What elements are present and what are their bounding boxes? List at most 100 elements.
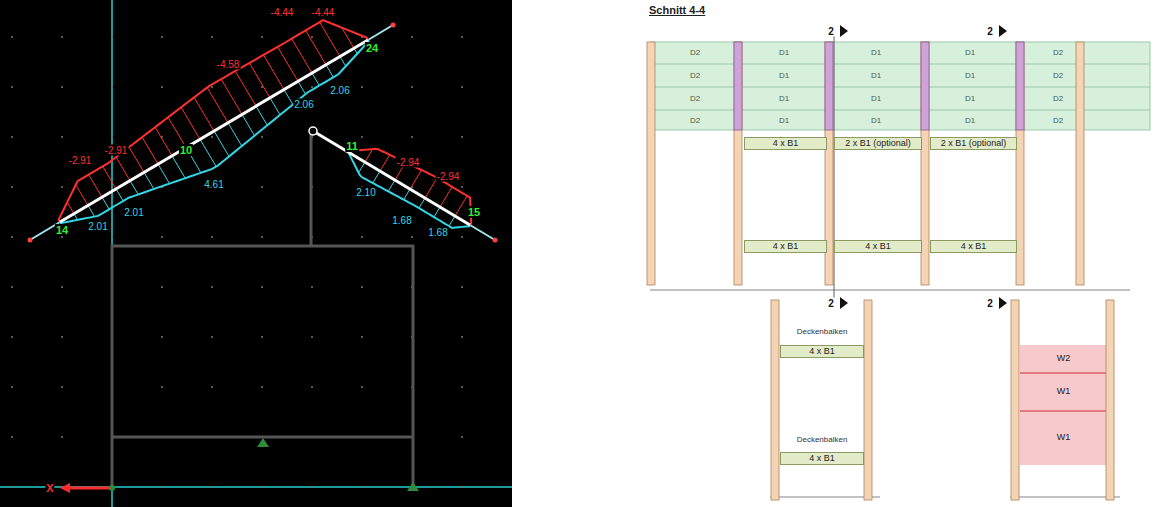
model-background (0, 0, 512, 507)
grid-dot (61, 36, 63, 38)
rafter (60, 40, 368, 222)
grid-dot (261, 486, 263, 488)
grid-dot (361, 486, 363, 488)
load-hatch-line (359, 162, 365, 173)
grid-dot (211, 386, 213, 388)
load-hatch-line (373, 171, 380, 183)
grid-dot (61, 86, 63, 88)
load-hatch-line (256, 106, 267, 125)
part-note: Deckenbalken (796, 328, 849, 337)
load-hatch-line (89, 175, 102, 198)
grid-dot (311, 386, 313, 388)
load-value: 2.10 (355, 187, 376, 198)
grid-dot (311, 36, 313, 38)
support-symbol (257, 438, 269, 447)
load-hatch-line (142, 137, 158, 164)
beam-box: 4 x B1 (744, 240, 827, 253)
rafter-overhang (470, 225, 495, 240)
load-hatch-line (404, 189, 410, 200)
grid-dot (261, 386, 263, 388)
panel-joint (1020, 373, 1107, 374)
load-hatch-line (103, 166, 116, 189)
beam-label: 4 x B1 (809, 347, 835, 357)
panel-code: D1 (778, 95, 790, 104)
load-value: 1.68 (391, 215, 412, 226)
load-value: -2.94 (396, 157, 421, 168)
beam-box: 4 x B1 (930, 240, 1017, 253)
grid-dot (411, 36, 413, 38)
grid-dot (11, 86, 13, 88)
panel-code: D1 (870, 49, 882, 58)
grid-dot (311, 286, 313, 288)
beam-label: 4 x B1 (809, 454, 835, 464)
band-line (650, 64, 1150, 65)
load-curve (59, 20, 368, 222)
load-hatch-line (242, 114, 255, 135)
band-line (650, 110, 1150, 111)
beam-box: 2 x B1 (optional) (930, 137, 1017, 150)
load-hatch-line (228, 123, 242, 146)
panel-label: W1 (1057, 387, 1071, 397)
section-marker (999, 297, 1007, 309)
axis-line (0, 486, 512, 488)
timber-post (1016, 42, 1024, 285)
load-hatch-line (284, 90, 293, 105)
panel-label: W2 (1057, 354, 1071, 364)
load-hatch-line (320, 22, 340, 56)
load-value: -4.58 (216, 59, 241, 70)
end-point (28, 238, 33, 243)
load-hatch-line (326, 65, 333, 77)
grid-dot (261, 286, 263, 288)
part-note: Deckenbalken (796, 436, 849, 445)
load-hatch-line (116, 189, 123, 201)
load-hatch-line (410, 170, 421, 189)
section-marker (999, 25, 1007, 37)
grid-dot (61, 186, 63, 188)
grid-dot (61, 286, 63, 288)
load-hatch (67, 22, 354, 214)
timber-post (1106, 300, 1114, 500)
grid-dot (111, 86, 113, 88)
load-hatch-line (278, 47, 298, 82)
post-in-roof (825, 42, 833, 130)
beam-box: 2 x B1 (optional) (834, 137, 922, 150)
frame-member (112, 436, 413, 439)
timber-post (1076, 42, 1084, 285)
beam-label: 4 x B1 (773, 242, 799, 252)
grid-dot (461, 136, 463, 138)
ground-line (650, 290, 1130, 291)
panel-code: D1 (964, 49, 976, 58)
grid-dot (11, 36, 13, 38)
grid-dot (161, 386, 163, 388)
load-hatch-line (298, 81, 306, 94)
end-point (391, 23, 396, 28)
grid-dot (361, 236, 363, 238)
load-hatch-line (172, 156, 185, 178)
load-value: 4.61 (203, 179, 224, 190)
beam-box: 4 x B1 (834, 240, 922, 253)
load-value: 2.01 (87, 221, 108, 232)
grid-dot (11, 386, 13, 388)
dimension-line (1010, 497, 1120, 498)
panel-code: D2 (1052, 117, 1064, 126)
grid-dot (211, 136, 213, 138)
load-hatch-line (102, 197, 109, 209)
grid-dot (11, 136, 13, 138)
grid-dot (211, 86, 213, 88)
panel-code: D1 (964, 95, 976, 104)
load-hatch-line (388, 180, 395, 191)
load-value: -2.94 (436, 171, 461, 182)
beam-label: 2 x B1 (optional) (941, 139, 1007, 149)
grid-dots (11, 36, 463, 488)
load-hatch-line (380, 155, 390, 171)
grid-dot (461, 286, 463, 288)
beam-label: 4 x B1 (961, 242, 987, 252)
load-hatch-line (455, 196, 467, 216)
load-hatch-line (158, 164, 170, 184)
grid-dot (461, 386, 463, 388)
load-hatch-line (221, 79, 242, 114)
load-hatch-line (292, 39, 312, 73)
grid-dot (211, 236, 213, 238)
beam-box: 4 x B1 (780, 345, 864, 358)
grid-dot (461, 86, 463, 88)
